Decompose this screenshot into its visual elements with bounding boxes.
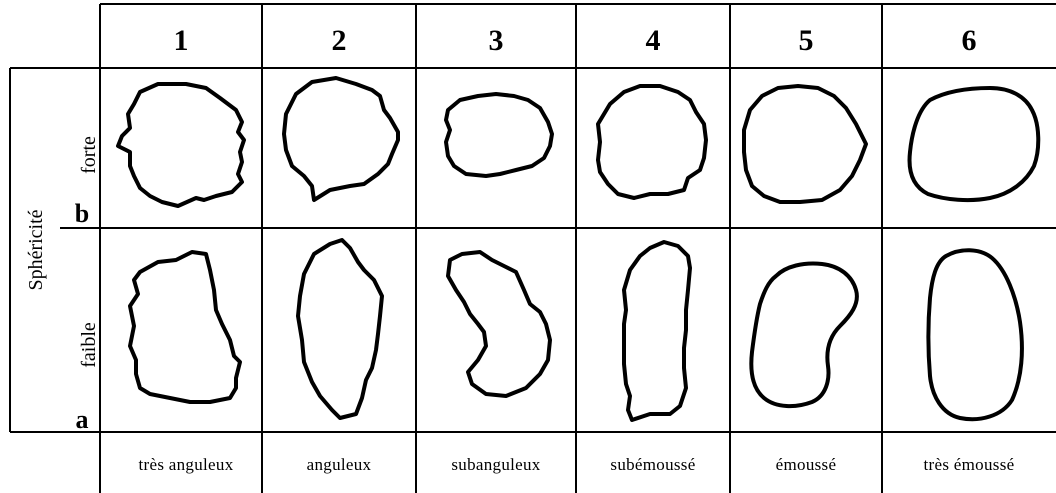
row-labels: forte b faible a xyxy=(75,136,100,434)
grain-a2-angular xyxy=(296,238,384,420)
roundness-captions: très anguleux anguleux subanguleux subém… xyxy=(138,455,1014,474)
caption-col-6: très émoussé xyxy=(924,455,1015,474)
grain-b5-rounded xyxy=(742,84,868,204)
row-letter-b: b xyxy=(75,199,89,228)
sphericity-axis-label: Sphéricité xyxy=(25,209,47,290)
grain-b2-angular xyxy=(282,76,400,202)
table-grid xyxy=(9,3,1056,493)
caption-col-1: très anguleux xyxy=(138,455,233,474)
grain-a4-subrounded xyxy=(622,240,692,422)
grain-a1-very-angular xyxy=(128,250,242,404)
caption-col-5: émoussé xyxy=(776,455,837,474)
column-number-1: 1 xyxy=(174,24,189,57)
row-label-forte: forte xyxy=(78,136,100,174)
row-letter-a: a xyxy=(76,405,89,434)
grain-b6-very-rounded xyxy=(907,86,1041,203)
grain-b3-subangular xyxy=(444,92,554,178)
grain-b1-very-angular xyxy=(116,82,246,208)
caption-col-3: subanguleux xyxy=(451,455,540,474)
column-number-4: 4 xyxy=(646,24,661,57)
column-number-2: 2 xyxy=(332,24,347,57)
caption-col-4: subémoussé xyxy=(610,455,695,474)
grain-b4-subrounded xyxy=(596,84,708,200)
column-headers: 1 2 3 4 5 6 xyxy=(174,24,977,57)
grain-a6-very-rounded xyxy=(926,248,1024,422)
caption-col-2: anguleux xyxy=(307,455,372,474)
grain-a5-rounded xyxy=(749,261,859,409)
column-number-3: 3 xyxy=(489,24,504,57)
grain-a3-subangular xyxy=(446,250,552,398)
column-number-5: 5 xyxy=(799,24,814,57)
column-number-6: 6 xyxy=(962,24,977,57)
row-label-faible: faible xyxy=(78,322,100,368)
grain-shapes xyxy=(116,76,1041,422)
